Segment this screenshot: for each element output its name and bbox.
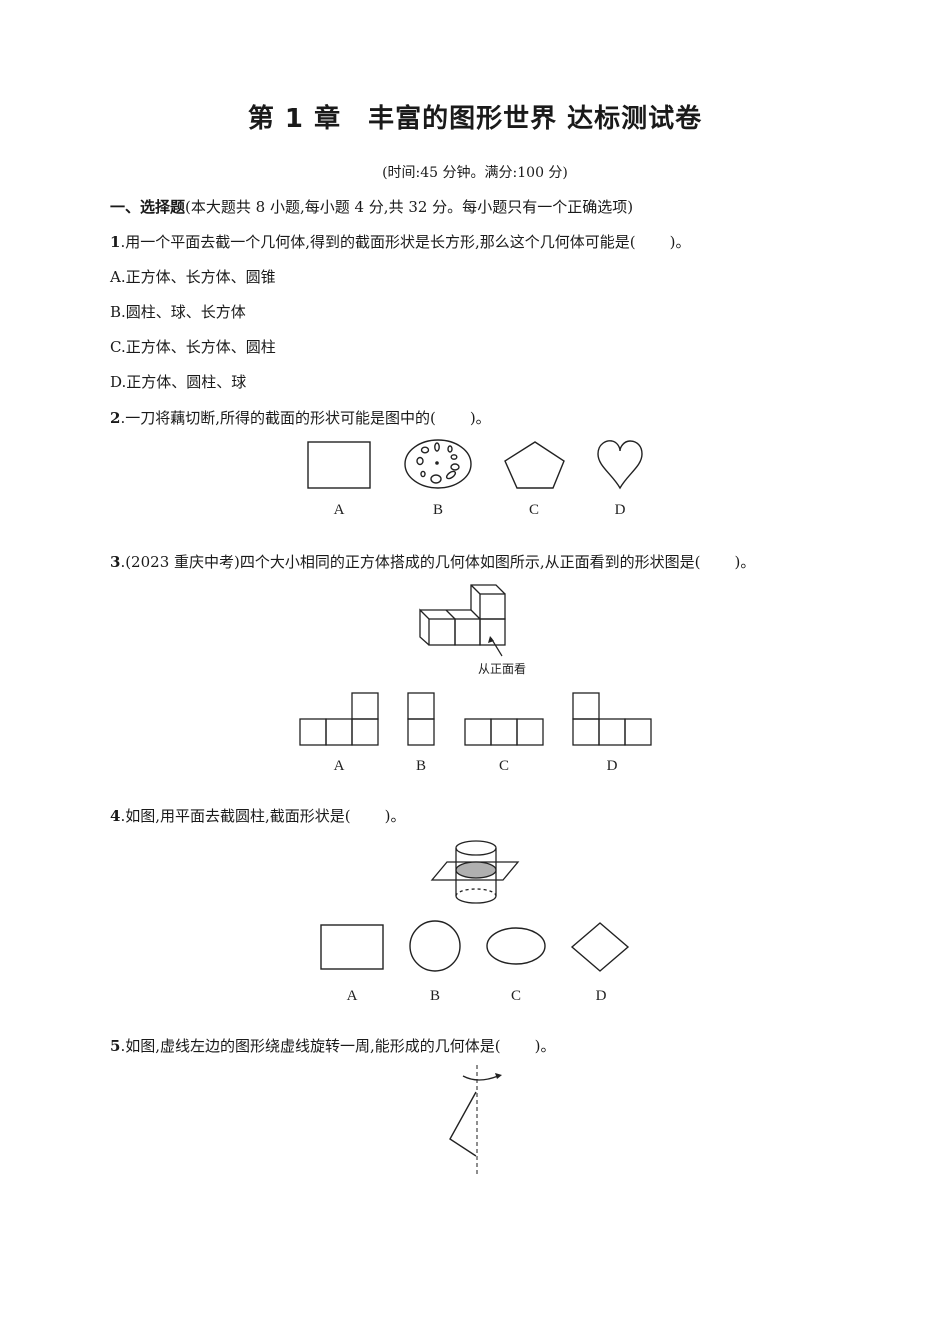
cylinder-section-icon (430, 840, 520, 904)
option-d: D.正方体、圆柱、球 (110, 373, 247, 391)
question-text: .(2023 重庆中考)四个大小相同的正方体搭成的几何体如图所示,从正面看到的形… (120, 553, 701, 571)
figure-label-c: C (499, 758, 509, 774)
question-number: 4 (110, 807, 121, 825)
rectangle-icon (307, 441, 371, 489)
question-tail: )。 (534, 1037, 556, 1055)
section-heading: 一、选择题(本大题共 8 小题,每小题 4 分,共 32 分。每小题只有一个正确… (110, 196, 633, 217)
question-tail: )。 (384, 807, 406, 825)
ellipse-icon (486, 927, 546, 965)
option-c: C.正方体、长方体、圆柱 (110, 338, 276, 356)
question-text: .用一个平面去截一个几何体,得到的截面形状是长方形,那么这个几何体可能是( (120, 233, 636, 251)
question-number: 2 (110, 409, 121, 427)
option-d-view-icon (572, 692, 652, 746)
arrow-head-icon (488, 636, 494, 643)
figure-label-a: A (334, 758, 345, 774)
figure-label-b: B (433, 502, 443, 518)
circle-icon (409, 920, 461, 972)
figure-label-b: B (430, 988, 440, 1004)
option-b: B.圆柱、球、长方体 (110, 303, 246, 321)
question-text: .一刀将藕切断,所得的截面的形状可能是图中的( (120, 409, 436, 427)
question-5: 5.如图,虚线左边的图形绕虚线旋转一周,能形成的几何体是( )。 (110, 1035, 555, 1056)
rotation-arrow-icon (462, 1075, 499, 1081)
arrow-head-icon (495, 1073, 502, 1079)
question-text: .如图,用平面去截圆柱,截面形状是( (120, 807, 351, 825)
figure-label-c: C (511, 988, 521, 1004)
question-3-figure: 从正面看 A B C D (299, 584, 652, 774)
question-tail: )。 (734, 553, 756, 571)
figure-label-d: D (596, 988, 607, 1004)
triangle-shape-icon (449, 1091, 477, 1157)
section-description: (本大题共 8 小题,每小题 4 分,共 32 分。每小题只有一个正确选项) (185, 198, 634, 216)
question-tail: )。 (469, 409, 491, 427)
question-number: 5 (110, 1037, 121, 1055)
question-2-figure: A B C D (307, 439, 643, 518)
figure-caption: 从正面看 (478, 662, 526, 676)
question-5-figure (449, 1065, 502, 1177)
figure-label-c: C (529, 502, 539, 518)
section-title: 一、选择题 (110, 198, 186, 216)
option-b-view-icon (407, 692, 435, 746)
lotus-root-section-icon (404, 439, 472, 489)
question-number: 1 (110, 233, 121, 251)
rectangle-icon (320, 924, 384, 970)
exam-info: (时间:45 分钟。满分:100 分) (382, 165, 568, 181)
question-2: 2.一刀将藕切断,所得的截面的形状可能是图中的( )。 (110, 407, 491, 428)
question-tail: )。 (669, 233, 691, 251)
diamond-icon (570, 922, 630, 972)
option-c-view-icon (464, 718, 544, 746)
option-a: A.正方体、长方体、圆锥 (110, 268, 276, 286)
question-4: 4.如图,用平面去截圆柱,截面形状是( )。 (110, 805, 405, 826)
figure-label-b: B (416, 758, 426, 774)
question-text: .如图,虚线左边的图形绕虚线旋转一周,能形成的几何体是( (120, 1037, 501, 1055)
question-4-figure: A B C D (320, 840, 630, 1004)
figure-label-d: D (607, 758, 618, 774)
question-1: 1.用一个平面去截一个几何体,得到的截面形状是长方形,那么这个几何体可能是( )。 (110, 231, 690, 252)
figure-label-d: D (615, 502, 626, 518)
figure-label-a: A (347, 988, 358, 1004)
cube-stack-icon (419, 584, 506, 646)
question-number: 3 (110, 553, 121, 571)
pentagon-icon (504, 441, 565, 489)
figure-label-a: A (334, 502, 345, 518)
option-a-view-icon (299, 692, 379, 746)
page-title: 第 1 章 丰富的图形世界 达标测试卷 (247, 104, 703, 134)
question-3: 3.(2023 重庆中考)四个大小相同的正方体搭成的几何体如图所示,从正面看到的… (110, 551, 755, 572)
heart-icon (597, 440, 643, 490)
